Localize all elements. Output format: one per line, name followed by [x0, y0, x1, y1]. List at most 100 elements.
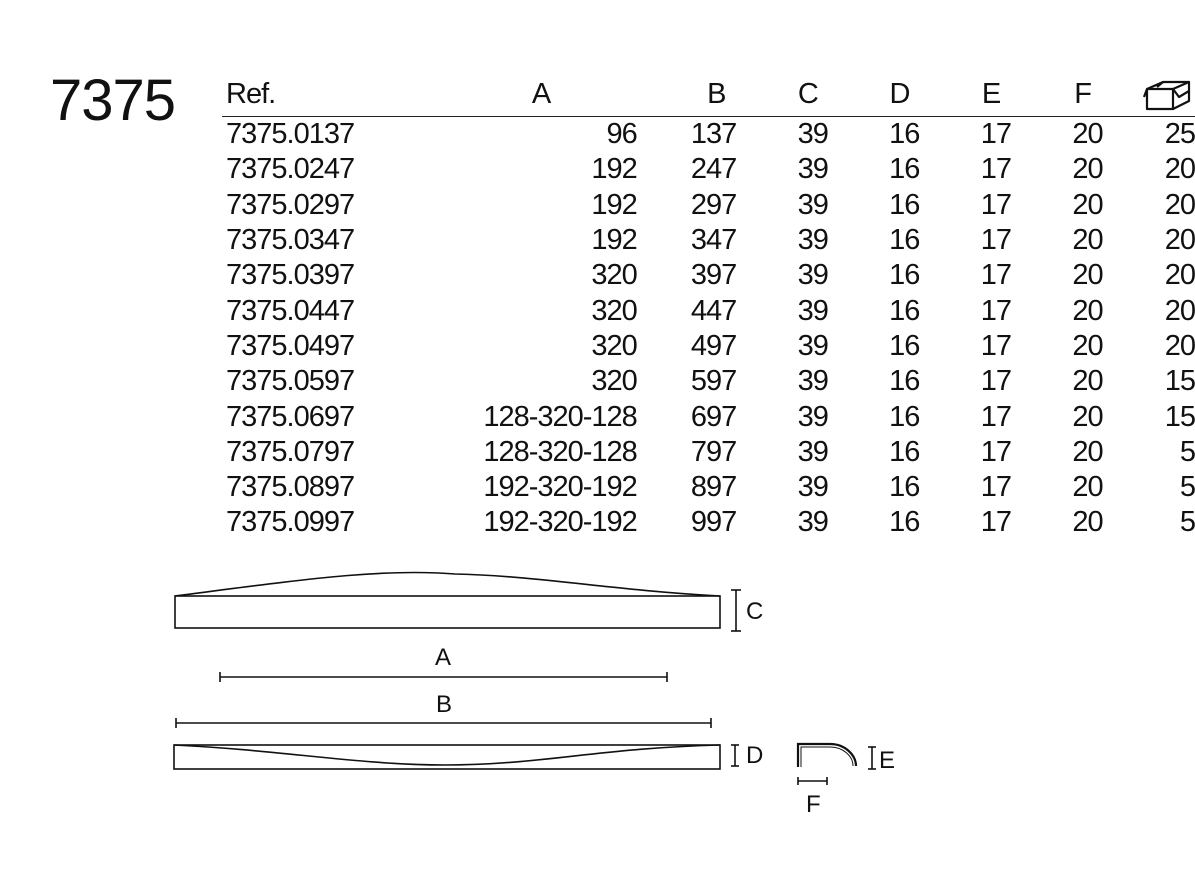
cell-ref: 7375.0897 — [226, 471, 355, 504]
cell-d: 16 — [889, 400, 920, 433]
label-c: C — [746, 598, 763, 625]
cell-qty: 5 — [1179, 506, 1195, 539]
cell-c: 39 — [797, 506, 829, 539]
cell-a: 192 — [591, 224, 637, 257]
table-header-row: Ref. A B C D E F — [222, 72, 1195, 117]
cell-e: 17 — [980, 471, 1012, 504]
cell-a: 128-320-128 — [483, 435, 637, 468]
table-row: 7375.0347 192 347 39 16 17 20 20 — [222, 223, 1195, 258]
cell-qty: 5 — [1179, 471, 1195, 504]
cell-f: 20 — [1072, 259, 1103, 292]
cell-b: 997 — [690, 506, 737, 539]
header-box — [1102, 72, 1195, 117]
cell-c: 39 — [797, 365, 829, 398]
cell-c: 39 — [797, 118, 829, 151]
cell-ref: 7375.0497 — [226, 329, 355, 362]
cell-c: 39 — [797, 224, 829, 257]
cell-e: 17 — [980, 506, 1012, 539]
header-ref: Ref. — [222, 72, 366, 117]
cell-c: 39 — [797, 435, 829, 468]
label-a: A — [435, 644, 451, 671]
cell-qty: 20 — [1164, 329, 1195, 362]
cell-d: 16 — [889, 153, 920, 186]
cell-b: 447 — [690, 294, 737, 327]
header-c: C — [736, 72, 828, 117]
cell-e: 17 — [980, 153, 1012, 186]
cell-b: 497 — [690, 329, 737, 362]
cell-b: 397 — [690, 259, 737, 292]
cell-c: 39 — [797, 471, 829, 504]
cell-f: 20 — [1072, 471, 1103, 504]
cell-a: 96 — [606, 118, 638, 151]
cell-d: 16 — [889, 365, 920, 398]
cell-qty: 15 — [1164, 400, 1195, 433]
cell-c: 39 — [797, 400, 829, 433]
cell-a: 320 — [591, 365, 637, 398]
cell-qty: 20 — [1164, 188, 1195, 221]
cell-d: 16 — [889, 329, 920, 362]
cell-f: 20 — [1072, 153, 1103, 186]
cell-b: 347 — [690, 224, 737, 257]
cell-qty: 5 — [1179, 435, 1195, 468]
cell-e: 17 — [980, 259, 1012, 292]
cell-e: 17 — [980, 329, 1012, 362]
cell-b: 597 — [690, 365, 737, 398]
cell-f: 20 — [1072, 400, 1103, 433]
cell-f: 20 — [1072, 224, 1103, 257]
header-e: E — [919, 72, 1012, 117]
cell-f: 20 — [1072, 188, 1103, 221]
cell-qty: 20 — [1164, 224, 1195, 257]
cell-b: 247 — [690, 153, 737, 186]
cell-e: 17 — [980, 365, 1012, 398]
cell-a: 320 — [591, 259, 637, 292]
cell-a: 320 — [591, 329, 637, 362]
cell-ref: 7375.0397 — [226, 259, 355, 292]
cell-e: 17 — [980, 118, 1012, 151]
profile-bottom-curve — [173, 744, 721, 766]
profile-top-view — [173, 744, 721, 770]
cell-d: 16 — [889, 435, 920, 468]
cell-d: 16 — [889, 259, 920, 292]
cell-d: 16 — [889, 118, 920, 151]
cell-b: 297 — [690, 188, 737, 221]
cell-f: 20 — [1072, 435, 1103, 468]
cell-d: 16 — [889, 294, 920, 327]
cell-e: 17 — [980, 435, 1012, 468]
cell-b: 697 — [690, 400, 737, 433]
cell-e: 17 — [980, 224, 1012, 257]
header-b: B — [636, 72, 737, 117]
cell-e: 17 — [980, 400, 1012, 433]
cell-e: 17 — [980, 188, 1012, 221]
cell-a: 192-320-192 — [483, 471, 637, 504]
cell-a: 192 — [591, 188, 637, 221]
cell-qty: 15 — [1164, 365, 1195, 398]
profile-top-curve — [174, 571, 721, 597]
cell-f: 20 — [1072, 329, 1103, 362]
cell-b: 137 — [690, 118, 737, 151]
cell-qty: 25 — [1164, 118, 1195, 151]
cell-b: 897 — [690, 471, 737, 504]
cell-d: 16 — [889, 224, 920, 257]
cell-qty: 20 — [1164, 153, 1195, 186]
cell-d: 16 — [889, 188, 920, 221]
cell-a: 128-320-128 — [483, 400, 637, 433]
cell-ref: 7375.0137 — [226, 118, 355, 151]
cell-ref: 7375.0347 — [226, 224, 355, 257]
cell-c: 39 — [797, 153, 829, 186]
label-d: D — [746, 742, 763, 769]
cell-qty: 20 — [1164, 259, 1195, 292]
cell-ref: 7375.0297 — [226, 188, 355, 221]
label-b: B — [436, 691, 452, 718]
cell-a: 192 — [591, 153, 637, 186]
model-number: 7375 — [50, 68, 176, 133]
label-e: E — [879, 747, 895, 774]
cell-b: 797 — [690, 435, 737, 468]
